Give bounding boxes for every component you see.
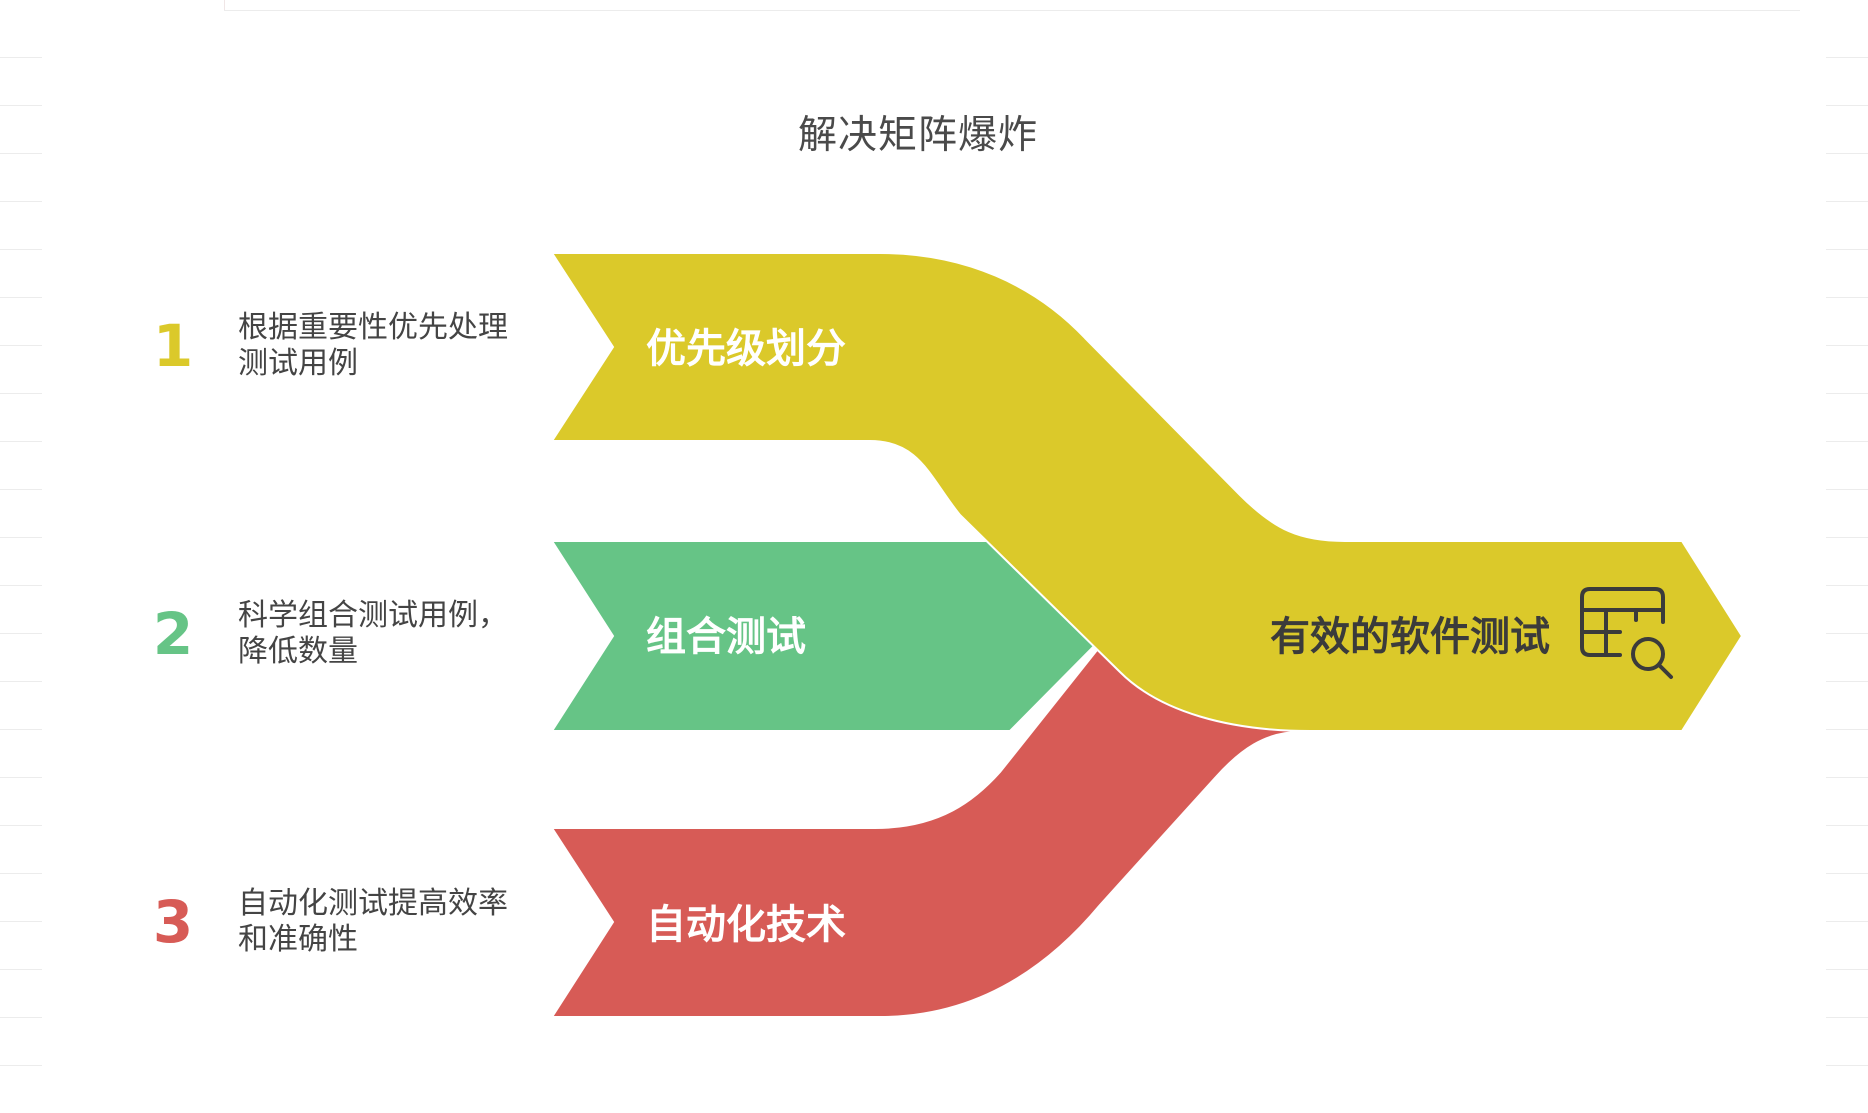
margin-rule bbox=[0, 777, 42, 778]
margin-rule bbox=[0, 729, 42, 730]
margin-rule bbox=[1826, 1065, 1868, 1066]
band-combination-label: 组合测试 bbox=[646, 614, 806, 660]
margin-rule bbox=[0, 681, 42, 682]
margin-rule bbox=[1826, 153, 1868, 154]
margin-rule bbox=[1826, 297, 1868, 298]
margin-rule bbox=[1826, 585, 1868, 586]
margin-rule bbox=[1826, 921, 1868, 922]
margin-rule bbox=[1826, 57, 1868, 58]
step-2-number: 2 bbox=[152, 600, 194, 668]
margin-rule bbox=[0, 1017, 42, 1018]
margin-rule bbox=[0, 873, 42, 874]
margin-rule bbox=[0, 153, 42, 154]
margin-rule bbox=[1826, 969, 1868, 970]
margin-rule bbox=[1826, 1017, 1868, 1018]
margin-rule bbox=[1826, 537, 1868, 538]
top-tick bbox=[224, 0, 225, 10]
margin-rule bbox=[1826, 201, 1868, 202]
step-3-number: 3 bbox=[152, 888, 194, 956]
margin-rule bbox=[0, 201, 42, 202]
margin-rule bbox=[1826, 345, 1868, 346]
right-ruled-margin bbox=[1826, 0, 1868, 1113]
step-1-number: 1 bbox=[152, 312, 194, 380]
margin-rule bbox=[0, 921, 42, 922]
margin-rule bbox=[0, 57, 42, 58]
margin-rule bbox=[0, 825, 42, 826]
margin-rule bbox=[1826, 777, 1868, 778]
margin-rule bbox=[0, 105, 42, 106]
margin-rule bbox=[1826, 489, 1868, 490]
margin-rule bbox=[0, 345, 42, 346]
margin-rule bbox=[0, 249, 42, 250]
step-2-description: 科学组合测试用例，降低数量 bbox=[238, 598, 508, 669]
margin-rule bbox=[0, 297, 42, 298]
margin-rule bbox=[1826, 105, 1868, 106]
left-ruled-margin bbox=[0, 0, 42, 1113]
margin-rule bbox=[0, 393, 42, 394]
margin-rule bbox=[1826, 393, 1868, 394]
margin-rule bbox=[0, 1065, 42, 1066]
band-automation-label: 自动化技术 bbox=[646, 902, 846, 948]
margin-rule bbox=[1826, 633, 1868, 634]
margin-rule bbox=[1826, 729, 1868, 730]
band-priority-label: 优先级划分 bbox=[646, 326, 846, 372]
step-1-description: 根据重要性优先处理测试用例 bbox=[238, 310, 508, 381]
margin-rule bbox=[1826, 825, 1868, 826]
margin-rule bbox=[0, 969, 42, 970]
table-search-icon bbox=[1580, 587, 1673, 679]
top-divider bbox=[224, 10, 1800, 11]
outcome-label: 有效的软件测试 bbox=[1270, 614, 1550, 660]
margin-rule bbox=[1826, 441, 1868, 442]
margin-rule bbox=[1826, 873, 1868, 874]
margin-rule bbox=[0, 537, 42, 538]
margin-rule bbox=[0, 585, 42, 586]
margin-rule bbox=[0, 441, 42, 442]
margin-rule bbox=[1826, 249, 1868, 250]
diagram-title: 解决矩阵爆炸 bbox=[797, 113, 1038, 158]
step-3-description: 自动化测试提高效率和准确性 bbox=[238, 886, 508, 957]
margin-rule bbox=[0, 489, 42, 490]
margin-rule bbox=[1826, 681, 1868, 682]
margin-rule bbox=[0, 633, 42, 634]
band-priority-outcome bbox=[550, 252, 1744, 732]
